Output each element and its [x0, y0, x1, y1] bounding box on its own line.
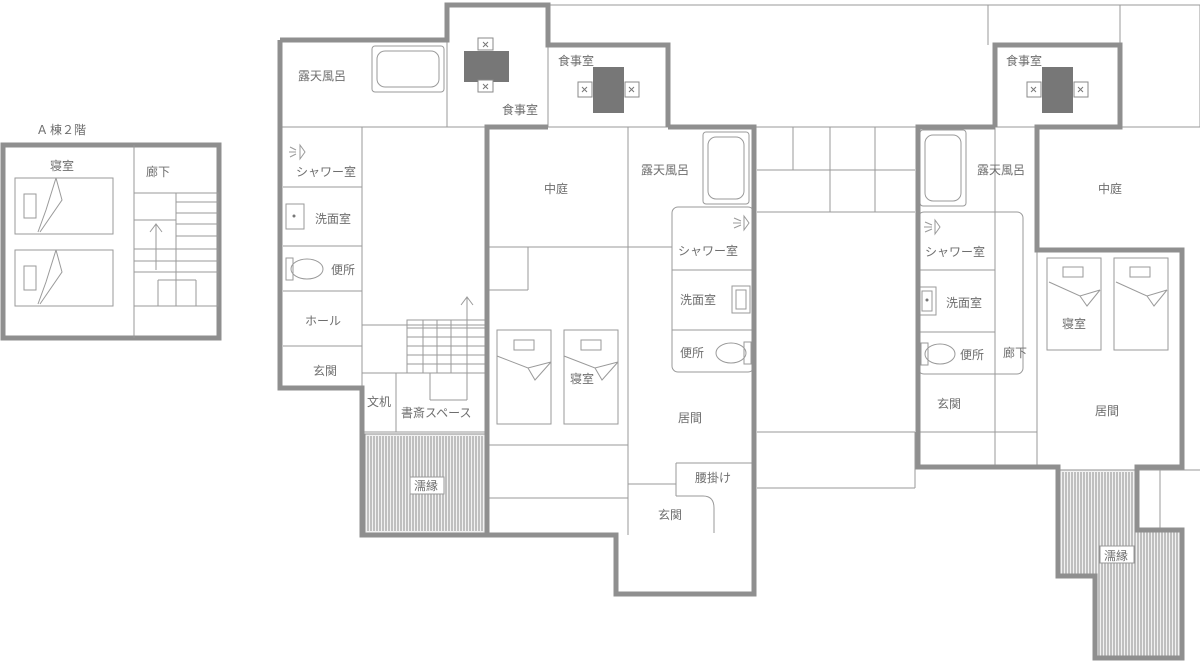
unit1-bathtub — [371, 45, 445, 93]
unit3-living-label: 居間 — [1095, 404, 1119, 418]
unit2-sink — [731, 285, 751, 314]
unit1-toilet — [285, 257, 324, 281]
unit-1: 露天風呂 食事室 シャワー室 洗面室 便所 ホール 玄関 文机 書斎スペース 濡… — [277, 2, 671, 538]
unit2-bath-label: 露天風呂 — [641, 163, 689, 177]
unit1-hall-label: ホール — [305, 314, 341, 328]
annex-bed-1 — [14, 177, 114, 235]
unit2-bed-1 — [496, 329, 552, 425]
unit2-dining-label: 食事室 — [558, 53, 594, 68]
unit1-dining-table — [464, 51, 509, 82]
unit2-bed-2 — [563, 329, 619, 425]
unit3-bed-2 — [1113, 257, 1169, 351]
annex-unit: A 棟２階 寝室 廊下 — [0, 122, 222, 341]
unit3-washroom-label: 洗面室 — [946, 295, 982, 310]
unit1-entrance-label: 玄関 — [313, 363, 337, 378]
unit3-dining-table — [1042, 67, 1073, 113]
unit1-shower-label: シャワー室 — [296, 164, 356, 179]
unit2-washroom-label: 洗面室 — [680, 292, 716, 307]
unit1-stairs — [406, 296, 487, 401]
unit2-living-label: 居間 — [678, 411, 702, 425]
unit3-shower-label: シャワー室 — [925, 244, 985, 259]
unit1-shower-head-icon — [289, 143, 306, 161]
unit3-toilet — [920, 342, 956, 366]
annex-corridor-label: 廊下 — [146, 164, 170, 179]
unit3-shower-head-icon — [924, 218, 941, 236]
unit2-toilet — [715, 341, 752, 365]
unit2-bathtub — [702, 131, 750, 205]
unit-2: 食事室 中庭 露天風呂 シャワー室 洗面室 便所 寝室 居間 腰掛け 玄関 — [484, 53, 757, 597]
unit2-toilet-label: 便所 — [680, 346, 704, 360]
unit1-bath-label: 露天風呂 — [298, 69, 346, 83]
unit3-dining-label: 食事室 — [1006, 53, 1042, 68]
unit3-bath-label: 露天風呂 — [977, 163, 1025, 177]
unit2-entrance-label: 玄関 — [658, 507, 682, 522]
unit1-toilet-label: 便所 — [331, 263, 355, 277]
unit3-bed-1 — [1046, 257, 1102, 351]
floor-title: A 棟２階 — [38, 122, 86, 137]
unit1-washroom-label: 洗面室 — [315, 211, 351, 226]
unit2-dining-table — [593, 67, 624, 113]
unit3-entrance-label: 玄関 — [937, 396, 961, 411]
unit2-bench-label: 腰掛け — [695, 470, 731, 485]
thin-structure — [547, 4, 1200, 530]
unit1-veranda-hatch — [367, 436, 486, 531]
unit3-corridor-label: 廊下 — [1003, 345, 1027, 360]
unit2-shower-label: シャワー室 — [678, 243, 738, 258]
annex-bedroom-label: 寝室 — [50, 158, 74, 173]
unit3-courtyard-label: 中庭 — [1098, 181, 1122, 196]
unit1-veranda-label: 濡縁 — [414, 478, 438, 493]
unit1-sink — [285, 203, 305, 230]
unit2-courtyard-label: 中庭 — [544, 181, 568, 196]
unit1-desk-label: 文机 — [367, 394, 391, 409]
unit1-dining-label: 食事室 — [502, 102, 538, 117]
unit3-bedroom-label: 寝室 — [1062, 316, 1086, 331]
unit2-bedroom-label: 寝室 — [570, 371, 594, 386]
unit3-veranda-label: 濡縁 — [1104, 548, 1128, 563]
unit-3: 食事室 露天風呂 中庭 シャワー室 洗面室 便所 廊下 玄関 寝室 居間 濡縁 — [915, 42, 1185, 661]
annex-bed-2 — [14, 249, 114, 307]
unit1-study-label: 書斎スペース — [401, 405, 472, 420]
unit3-toilet-label: 便所 — [960, 348, 984, 362]
unit2-shower-head-icon — [733, 214, 750, 232]
unit3-veranda-hatch — [1059, 472, 1181, 656]
unit3-bathtub — [919, 129, 967, 207]
annex-stairs — [133, 192, 219, 307]
